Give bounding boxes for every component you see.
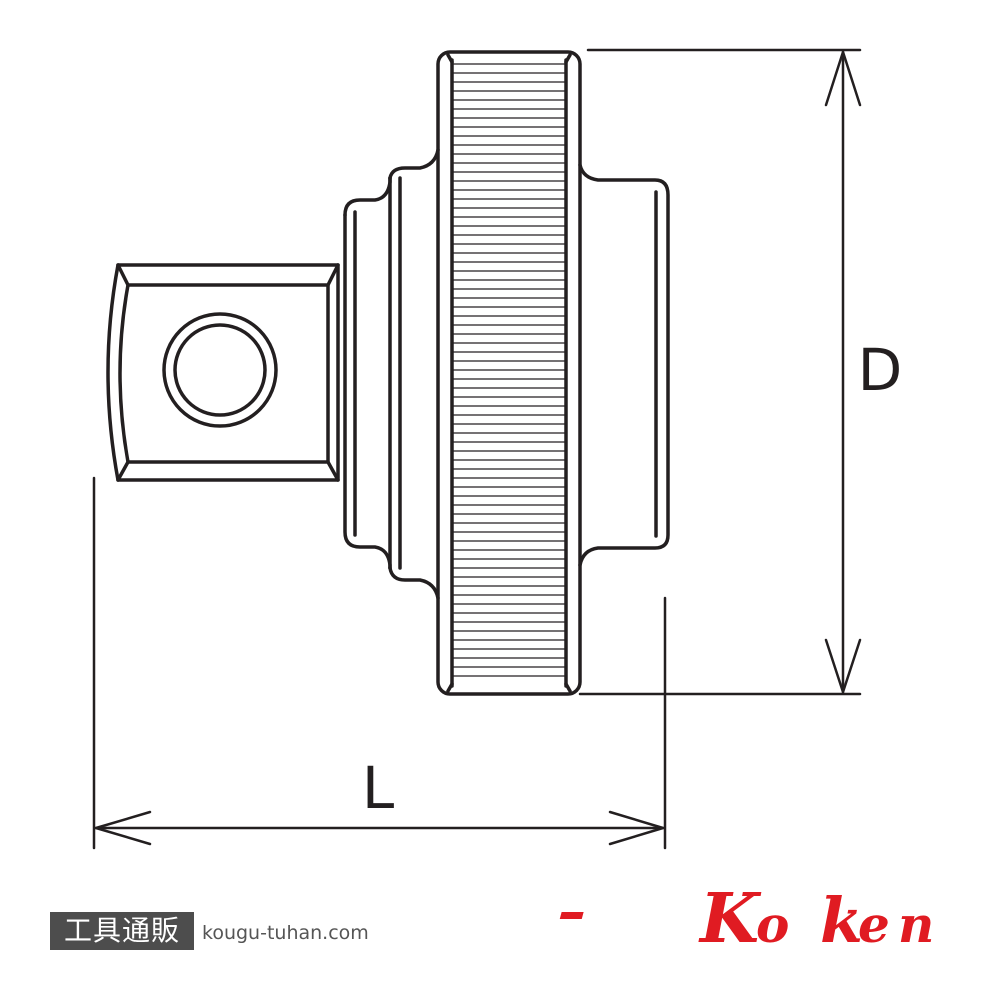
shop-url: kougu-tuhan.com xyxy=(202,922,369,944)
dimension-l xyxy=(92,476,667,850)
body-step-middle xyxy=(388,148,440,600)
dimension-d xyxy=(578,48,862,696)
svg-text:k: k xyxy=(820,884,863,957)
koken-logo: K o k e n xyxy=(559,879,934,959)
dimension-l-label: L xyxy=(362,754,394,822)
svg-text:o: o xyxy=(756,895,789,954)
svg-text:n: n xyxy=(898,895,934,954)
front-cap xyxy=(578,163,670,567)
shop-badge: 工具通販 xyxy=(50,912,194,950)
knurl-pattern xyxy=(453,63,565,677)
knurled-ring xyxy=(436,50,582,696)
dimension-d-label: D xyxy=(858,336,903,404)
square-drive xyxy=(106,263,340,482)
body-step-rear xyxy=(343,176,392,570)
detent-ball xyxy=(162,312,278,428)
svg-text:e: e xyxy=(858,895,890,954)
svg-text:K: K xyxy=(698,879,762,959)
